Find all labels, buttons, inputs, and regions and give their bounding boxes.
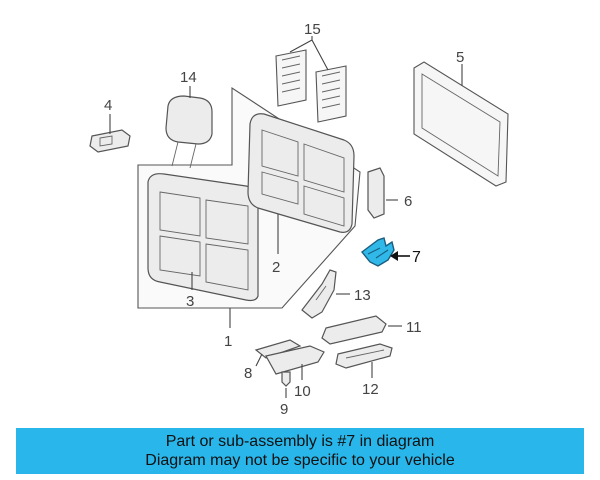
banner-line-1: Part or sub-assembly is #7 in diagram <box>165 433 435 450</box>
part-8-trim-strip[interactable] <box>254 339 302 359</box>
callout-8: 8 <box>244 365 252 382</box>
callout-7: 7 <box>412 249 421 266</box>
callout-7-arrow <box>390 251 410 261</box>
callout-6: 6 <box>404 193 412 210</box>
callout-4: 4 <box>104 97 112 114</box>
leader-lines <box>109 36 463 398</box>
callout-1: 1 <box>224 333 232 350</box>
callout-14: 14 <box>180 69 197 86</box>
part-7-hinge-highlighted[interactable] <box>361 237 395 267</box>
part-13-mount-bracket[interactable] <box>301 269 337 319</box>
part-2-seat-back[interactable] <box>247 113 355 233</box>
banner-line-2: Diagram may not be specific to your vehi… <box>145 452 455 469</box>
part-9-fastener[interactable] <box>281 371 291 387</box>
callout-9: 9 <box>280 401 288 418</box>
callout-2: 2 <box>272 259 280 276</box>
part-4-bracket[interactable] <box>89 129 131 153</box>
parts-diagram: 1 2 3 4 5 6 7 8 9 10 11 12 13 14 15 <box>89 21 509 418</box>
part-3-seat-back[interactable] <box>147 173 259 302</box>
part-14-headrest[interactable] <box>165 95 213 169</box>
callout-3: 3 <box>186 293 194 310</box>
callout-5: 5 <box>456 49 464 66</box>
info-banner: Part or sub-assembly is #7 in diagram Di… <box>16 428 584 474</box>
callout-10: 10 <box>294 383 311 400</box>
part-12-rail[interactable] <box>335 343 393 369</box>
part-10-cover-panel[interactable] <box>265 345 325 375</box>
part-5-frame-panel[interactable] <box>413 61 509 187</box>
callout-13: 13 <box>354 287 371 304</box>
part-15-back-panels[interactable] <box>275 49 347 123</box>
callout-11: 11 <box>406 319 422 336</box>
part-11-side-trim[interactable] <box>321 315 387 345</box>
callout-12: 12 <box>362 381 379 398</box>
part-6-trim-cover[interactable] <box>367 167 385 219</box>
callout-15: 15 <box>304 21 321 38</box>
